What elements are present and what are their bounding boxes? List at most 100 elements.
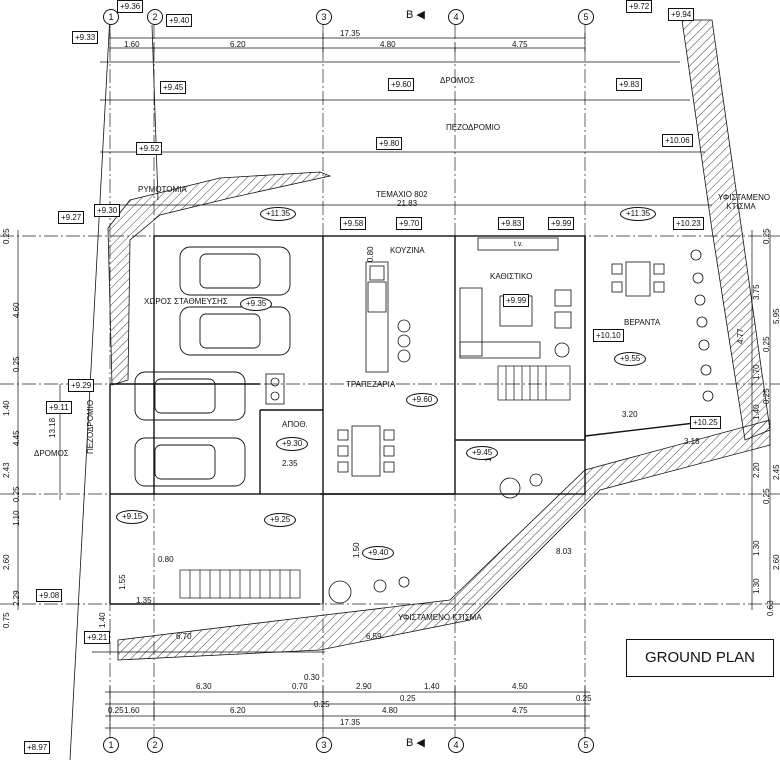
level-tag: +9.21 [84,631,111,644]
top-dimension-lines [109,33,712,206]
grid-bubble-4: 4 [448,9,464,25]
level-oval: +11.35 [620,207,657,221]
grid-bubble-1: 1 [103,9,119,25]
dim-bottom-b3: 6.20 [230,706,246,715]
dim-right-5: 0.25 [762,388,771,404]
north-arrow-top: B ◀ [406,9,425,21]
dim-right-2: 3.75 [752,284,761,300]
level-tag: +9.83 [616,78,643,91]
label-parking: ΧΩΡΟΣ ΣΤΑΘΜΕΥΣΗΣ [144,297,228,306]
dim-plot-width: 21.83 [397,199,418,208]
dim-top-4: 4.75 [512,40,528,49]
dim-bottom-a4: 2.90 [356,682,372,691]
dim-right-6: 1.40 [752,404,761,420]
level-oval: +11.35 [260,207,297,221]
dim-right-e3: 4.77 [736,328,745,344]
label-sidewalk-left: ΠΕΖΟΔΡΟΜΙΟ [86,399,95,454]
dim-right-4: 1.70 [752,364,761,380]
dim-entrance-2: 1.55 [118,574,127,590]
label-kitchen: ΚΟΥΖΙΝΑ [390,246,425,255]
stairs [179,365,571,599]
dim-right-8: 0.25 [762,488,771,504]
dim-left-10: 2.29 [12,590,21,606]
level-tag: +10.23 [673,217,704,230]
dim-veranda-width: 3.20 [622,410,638,419]
level-tag: +9.11 [46,401,72,414]
hatch-street-line [107,171,332,386]
level-tag: +9.70 [396,217,423,230]
label-plot: ΤΕΜΑΧΙΟ 802 [376,190,428,199]
level-tag: +8.97 [24,741,51,754]
label-storage: ΑΠΟΘ. [282,420,308,429]
dim-bottom-b4: 0.25 [314,700,330,709]
level-oval: +9.15 [116,510,149,524]
level-tag: +9.94 [668,8,695,21]
label-dining: ΤΡΑΠΕΖΑΡΙΑ [346,380,396,389]
level-tag: +9.30 [94,204,121,217]
building-walls [109,235,721,605]
dim-bottom-c1: 6.70 [176,632,192,641]
dim-right-9: 1.30 [752,540,761,556]
grid-bubble-4-bottom: 4 [448,737,464,753]
dim-right-7: 2.20 [752,462,761,478]
dim-bottom-a1: 6.30 [196,682,212,691]
label-veranda: ΒΕΡΑΝΤΑ [624,318,661,327]
dim-left-5: 4.45 [12,430,21,446]
bottom-dimension-lines [92,651,590,732]
label-sidewalk-top: ΠΕΖΟΔΡΟΜΙΟ [446,123,501,132]
dim-left-7: 0.25 [12,486,21,502]
level-tag: +9.58 [340,217,367,230]
dim-bottom-b6: 0.25 [400,694,416,703]
dim-bottom-a6: 4.50 [512,682,528,691]
grid-bubble-1-bottom: 1 [103,737,119,753]
dim-left-6: 2.43 [2,462,11,478]
grid-bubble-5-bottom: 5 [578,737,594,753]
level-tag: +9.80 [376,137,403,150]
dim-top-1: 1.60 [124,40,140,49]
dim-kitchen-counter: 0.80 [366,246,375,262]
north-arrow-bottom: B ◀ [406,737,425,749]
parked-cars [134,246,291,487]
label-tv: t.v. [514,241,523,248]
dim-top-2: 6.20 [230,40,246,49]
level-tag: +9.27 [58,211,85,224]
dim-storage-width: 2.35 [282,459,298,468]
dim-right-1: 0.25 [762,228,771,244]
level-tag: +10.10 [593,329,624,342]
road-lines [69,14,705,761]
level-tag: +9.99 [503,294,530,307]
dim-left-8: 1.10 [12,510,21,526]
dim-bottom-a5: 1.40 [424,682,440,691]
dim-step: 1.50 [352,542,361,558]
dim-left-2: 4.60 [12,302,21,318]
dim-bottom-a3: 0.30 [304,673,320,682]
level-oval: +9.45 [466,446,499,460]
level-tag: +9.40 [166,14,193,27]
level-tag: +9.45 [160,81,187,94]
dim-bottom-b8: 0.25 [576,694,592,703]
dim-slope-short: 6.59 [366,632,382,641]
level-oval: +9.25 [264,513,297,527]
dim-left-12: 13.18 [48,417,57,438]
level-tag: +9.08 [36,589,63,602]
dim-left-4: 1.40 [2,400,11,416]
label-road-top: ΔΡΟΜΟΣ [440,76,475,85]
label-street-line: ΡΥΜΟΤΟΜΙΑ [138,185,187,194]
level-tag: +9.33 [72,31,99,44]
dim-left-1: 0.25 [2,228,11,244]
dim-right-10: 1.30 [752,578,761,594]
dim-slope-long: 8.03 [556,547,572,556]
level-tag: +9.29 [68,379,95,392]
dim-right-e1: 3.18 [684,437,700,446]
dim-right-12: 5.95 [772,308,780,324]
label-neighbor-bottom: ΥΦΙΣΤΑΜΕΝΟ ΚΤΙΣΜΑ [398,613,482,622]
level-tag: +9.83 [498,217,525,230]
level-tag: +9.99 [548,217,575,230]
level-tag: +10.06 [662,134,693,147]
level-tag: +10.25 [690,416,721,429]
dim-right-14: 2.60 [772,554,780,570]
dim-bottom-a2: 0.70 [292,682,308,691]
dim-overall-top: 17.35 [340,29,361,38]
